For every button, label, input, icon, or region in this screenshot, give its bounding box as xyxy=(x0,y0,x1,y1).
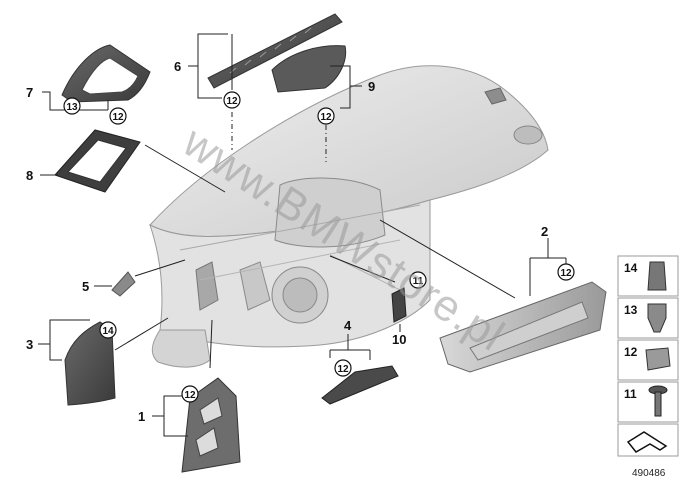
part-6-slots xyxy=(229,27,312,74)
callout-5: 5 xyxy=(82,279,89,294)
legend-arrow-icon xyxy=(626,431,668,453)
part-9-speaker-grille xyxy=(271,45,347,93)
circled-subparts: 13 12 12 12 12 14 12 11 xyxy=(63,91,575,403)
svg-text:12: 12 xyxy=(320,112,332,123)
callout-1: 1 xyxy=(138,409,145,424)
legend-13-label: 13 xyxy=(624,303,638,317)
callout-4: 4 xyxy=(344,318,352,333)
legend-14-label: 14 xyxy=(624,261,638,275)
circled-13-part-7: 13 xyxy=(63,97,81,115)
legend-13-clip-icon xyxy=(647,303,667,333)
part-3-side-trim xyxy=(64,321,116,406)
callout-2: 2 xyxy=(541,224,548,239)
legend-14-clip-icon xyxy=(647,261,667,291)
document-number: 490486 xyxy=(632,468,666,479)
svg-text:14: 14 xyxy=(102,326,114,337)
callout-7: 7 xyxy=(26,85,33,100)
part-7-display-frame xyxy=(61,44,151,103)
fastener-legend: 14 13 12 11 xyxy=(617,255,679,457)
circled-12-part-1: 12 xyxy=(181,385,199,403)
circled-12-part-9: 12 xyxy=(317,107,335,125)
svg-text:12: 12 xyxy=(112,112,124,123)
callout-8: 8 xyxy=(26,168,33,183)
part-6-defroster-trim xyxy=(207,13,343,89)
callout-10: 10 xyxy=(392,332,406,347)
part-4-flap xyxy=(321,365,399,405)
svg-text:12: 12 xyxy=(226,96,238,107)
svg-text:12: 12 xyxy=(337,364,349,375)
callout-3: 3 xyxy=(26,337,33,352)
callout-labels: 7 6 9 8 2 5 3 4 10 1 xyxy=(26,59,548,424)
svg-text:11: 11 xyxy=(413,276,424,287)
legend-11-label: 11 xyxy=(624,387,637,401)
legend-12-label: 12 xyxy=(624,345,638,359)
circled-14-part-3: 14 xyxy=(99,321,117,339)
circled-12-part-6: 12 xyxy=(223,91,241,109)
svg-text:12: 12 xyxy=(560,268,572,279)
svg-text:13: 13 xyxy=(66,102,78,113)
circled-12-part-2: 12 xyxy=(557,263,575,281)
part-10-bracket xyxy=(391,287,407,323)
part-2-trim-panel xyxy=(439,281,607,373)
callout-9: 9 xyxy=(368,79,375,94)
callout-6: 6 xyxy=(174,59,181,74)
circled-12-part-4: 12 xyxy=(334,359,352,377)
circled-11-part-10: 11 xyxy=(409,271,427,289)
circled-12-part-7: 12 xyxy=(109,107,127,125)
part-1-lower-trim xyxy=(181,377,241,473)
legend-12-nut-icon xyxy=(645,347,671,371)
dashboard-panel xyxy=(149,65,549,368)
part-5-cover xyxy=(111,271,136,297)
legend-11-screw-icon xyxy=(648,385,668,417)
part-8-frame xyxy=(54,129,141,193)
svg-text:12: 12 xyxy=(184,390,196,401)
